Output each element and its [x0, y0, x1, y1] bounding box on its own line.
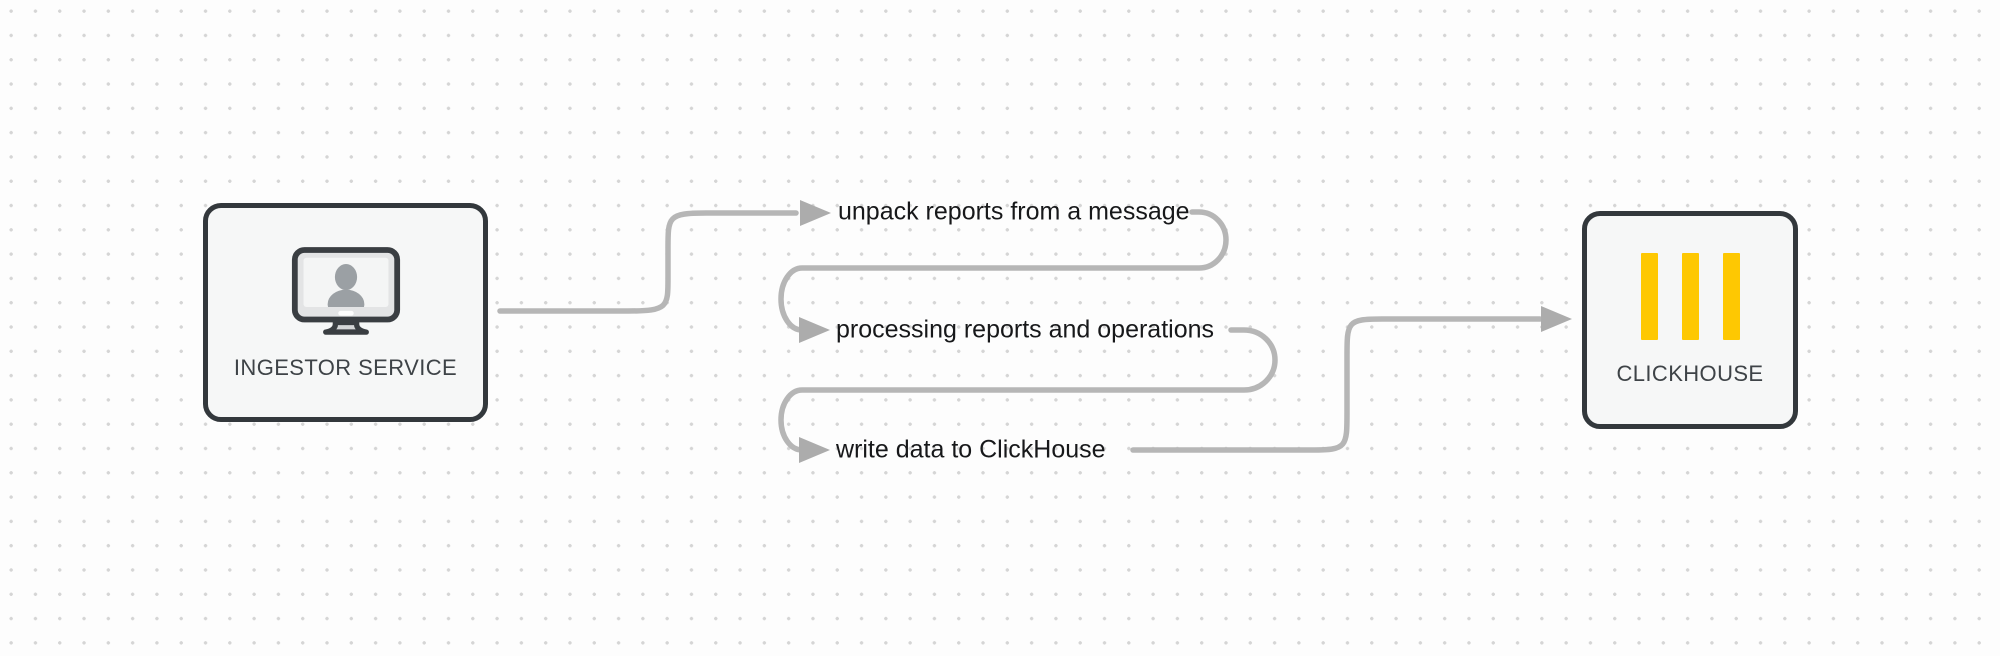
step-label-processing-reports: processing reports and operations [836, 315, 1215, 344]
connector-step1-to-step2 [778, 209, 1229, 333]
connector-step3-to-clickhouse [1130, 316, 1543, 453]
arrowhead-icon [1541, 306, 1572, 332]
step-label-unpack-reports: unpack reports from a message [838, 197, 1190, 226]
step-label-write-data: write data to ClickHouse [836, 435, 1106, 464]
connector-ingestor-to-step1 [497, 210, 799, 314]
clickhouse-logo-icon [1640, 253, 1740, 340]
clickhouse-node: CLICKHOUSE [1582, 211, 1798, 429]
arrowhead-icon [799, 317, 830, 343]
arrowhead-icon [800, 200, 831, 226]
clickhouse-logo-bar [1640, 253, 1658, 340]
clickhouse-logo-bar [1722, 253, 1740, 340]
clickhouse-logo-bar [1681, 253, 1699, 340]
arrowhead-icon [799, 437, 830, 463]
clickhouse-label: CLICKHOUSE [1616, 361, 1764, 386]
ingestor-service-label: INGESTOR SERVICE [233, 354, 458, 380]
ingestor-service-node: INGESTOR SERVICE [203, 203, 488, 422]
connector-step2-to-step3 [778, 327, 1278, 453]
monitor-user-icon [291, 246, 400, 335]
